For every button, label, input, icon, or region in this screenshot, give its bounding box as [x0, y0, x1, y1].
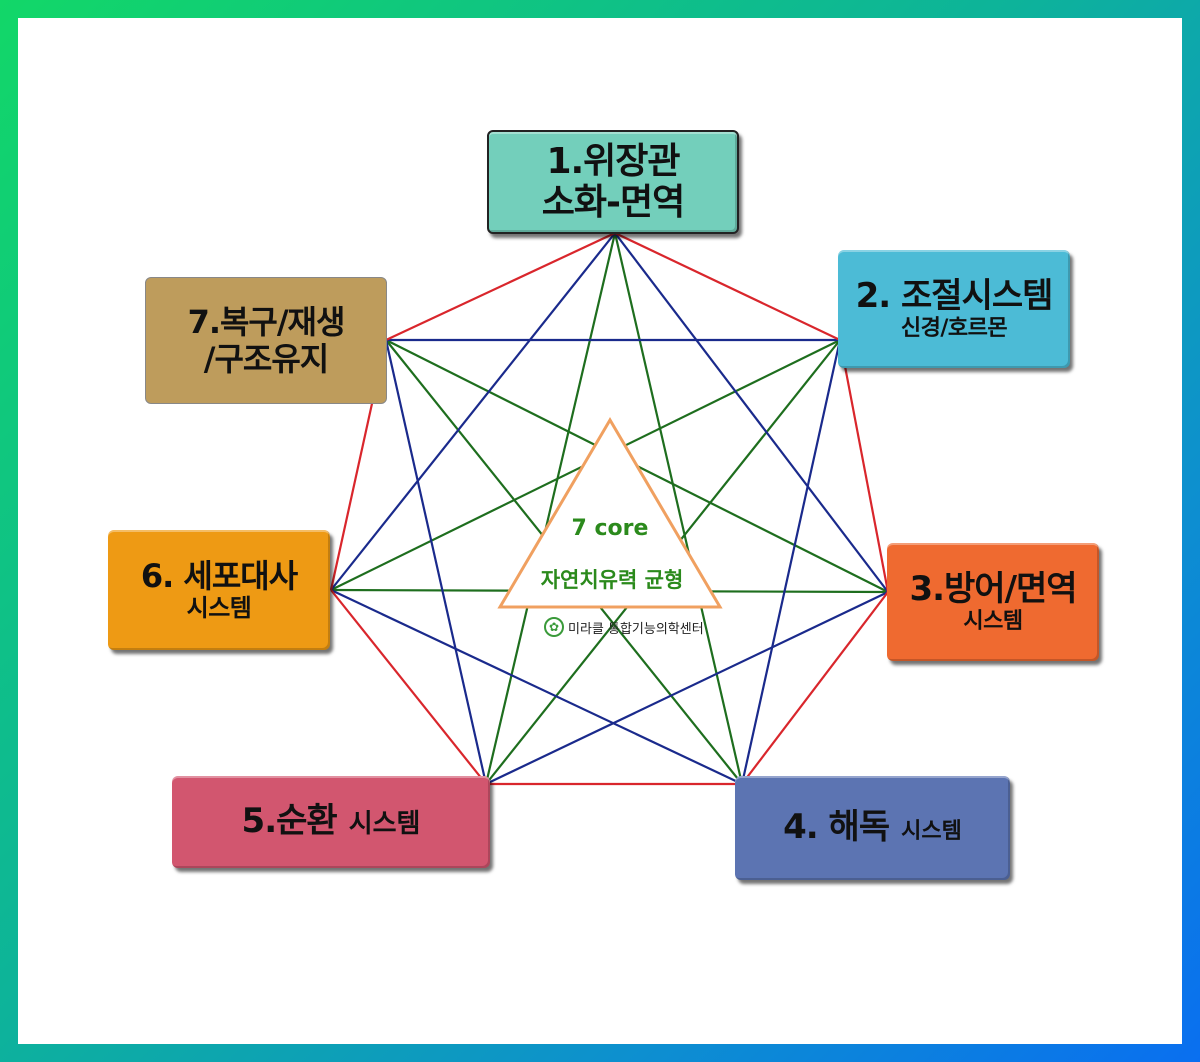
red-line — [330, 589, 487, 785]
blue-line — [485, 591, 889, 785]
node-2-regulation: 2. 조절시스템 신경/호르몬 — [838, 250, 1070, 368]
node-3-subtitle: 시스템 — [963, 608, 1023, 634]
node-3-title: 3.방어/면역 — [909, 568, 1077, 609]
node-4-subtitle: 시스템 — [901, 819, 962, 845]
node-1-subtitle: 소화-면역 — [541, 182, 685, 223]
node-5-subtitle: 시스템 — [348, 809, 421, 840]
red-line — [614, 232, 841, 341]
blue-line — [740, 339, 842, 785]
node-7-repair: 7.복구/재생 /구조유지 — [145, 277, 387, 404]
leaf-logo-icon: ✿ — [544, 617, 564, 637]
green-line — [613, 232, 744, 785]
red-line — [838, 339, 890, 593]
red-line — [741, 591, 889, 785]
node-6-subtitle: 시스템 — [186, 593, 252, 622]
node-6-title: 6. 세포대사 — [140, 556, 298, 595]
node-7-title: 7.복구/재생 — [187, 302, 346, 341]
node-1-gastrointestinal: 1.위장관 소화-면역 — [487, 130, 739, 234]
node-4-title: 4. 해독 — [783, 807, 890, 848]
blue-line — [614, 232, 889, 593]
node-5-title: 5.순환 — [241, 801, 338, 842]
node-2-subtitle: 신경/호르몬 — [900, 315, 1008, 341]
node-7-subtitle: /구조유지 — [203, 339, 329, 378]
blue-line — [330, 232, 616, 591]
node-4-detox: 4. 해독 시스템 — [735, 776, 1010, 880]
logo-text: 미라클 통합기능의학센터 — [568, 621, 704, 637]
core-title: 7 core — [571, 516, 649, 541]
core-triangle — [497, 417, 723, 609]
node-2-title: 2. 조절시스템 — [855, 275, 1054, 316]
node-6-cell-metabolism: 6. 세포대사 시스템 — [108, 530, 330, 650]
red-line — [385, 232, 616, 341]
blue-line — [384, 339, 488, 785]
center-logo: ✿ 미라클 통합기능의학센터 — [544, 617, 704, 637]
core-subtitle: 자연치유력 균형 — [540, 568, 684, 592]
node-1-title: 1.위장관 — [546, 140, 680, 182]
green-line — [484, 232, 617, 785]
blue-line — [330, 589, 743, 785]
node-3-defense: 3.방어/면역 시스템 — [887, 543, 1099, 661]
node-5-circulation: 5.순환 시스템 — [172, 776, 490, 868]
